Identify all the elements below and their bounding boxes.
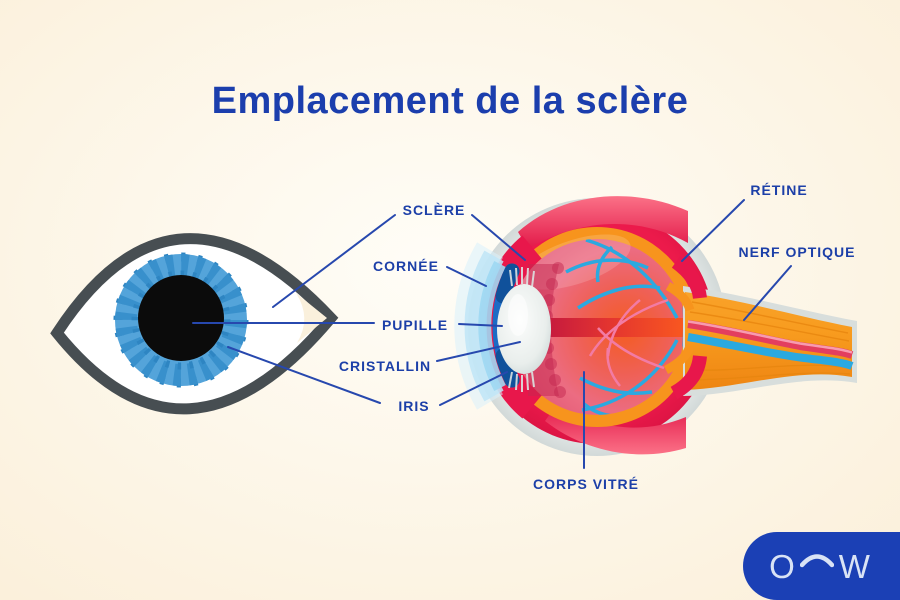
zonule-fibers	[508, 267, 535, 392]
leader-line-retine	[681, 199, 745, 262]
logo-letter-o: O	[769, 547, 795, 585]
logo-arc-icon	[799, 554, 834, 568]
label-iris: IRIS	[398, 398, 430, 414]
label-cornee: CORNÉE	[373, 258, 439, 274]
nerve-root-wraps	[663, 256, 707, 400]
label-cristallin: CRISTALLIN	[338, 358, 432, 374]
page-title: Emplacement de la sclère	[211, 80, 689, 122]
leader-line-iris-left	[227, 346, 381, 404]
front-eye-pupil	[138, 275, 224, 361]
superior-muscle	[518, 196, 688, 249]
label-retine: RÉTINE	[750, 182, 808, 198]
label-nerf-optique: NERF OPTIQUE	[738, 244, 856, 260]
leader-line-cornee	[446, 266, 487, 287]
leader-lines	[192, 199, 792, 469]
leader-line-iris-right	[439, 371, 508, 406]
eyeball-cross-section	[454, 196, 857, 456]
leader-line-sclere-right	[471, 214, 526, 261]
leader-line-cristallin	[436, 341, 521, 362]
optic-nerve	[683, 286, 857, 396]
label-sclere: SCLÈRE	[402, 202, 466, 218]
logo-letter-w: W	[838, 547, 870, 585]
logo: O W	[743, 532, 900, 600]
leader-line-nerf-optique	[743, 265, 792, 321]
label-pupille: PUPILLE	[381, 317, 449, 333]
label-corps-vitre: CORPS VITRÉ	[533, 476, 639, 492]
leader-line-pupille-right	[458, 323, 503, 327]
leader-line-sclere-left	[272, 214, 396, 308]
eye-corner-notch	[296, 293, 327, 343]
